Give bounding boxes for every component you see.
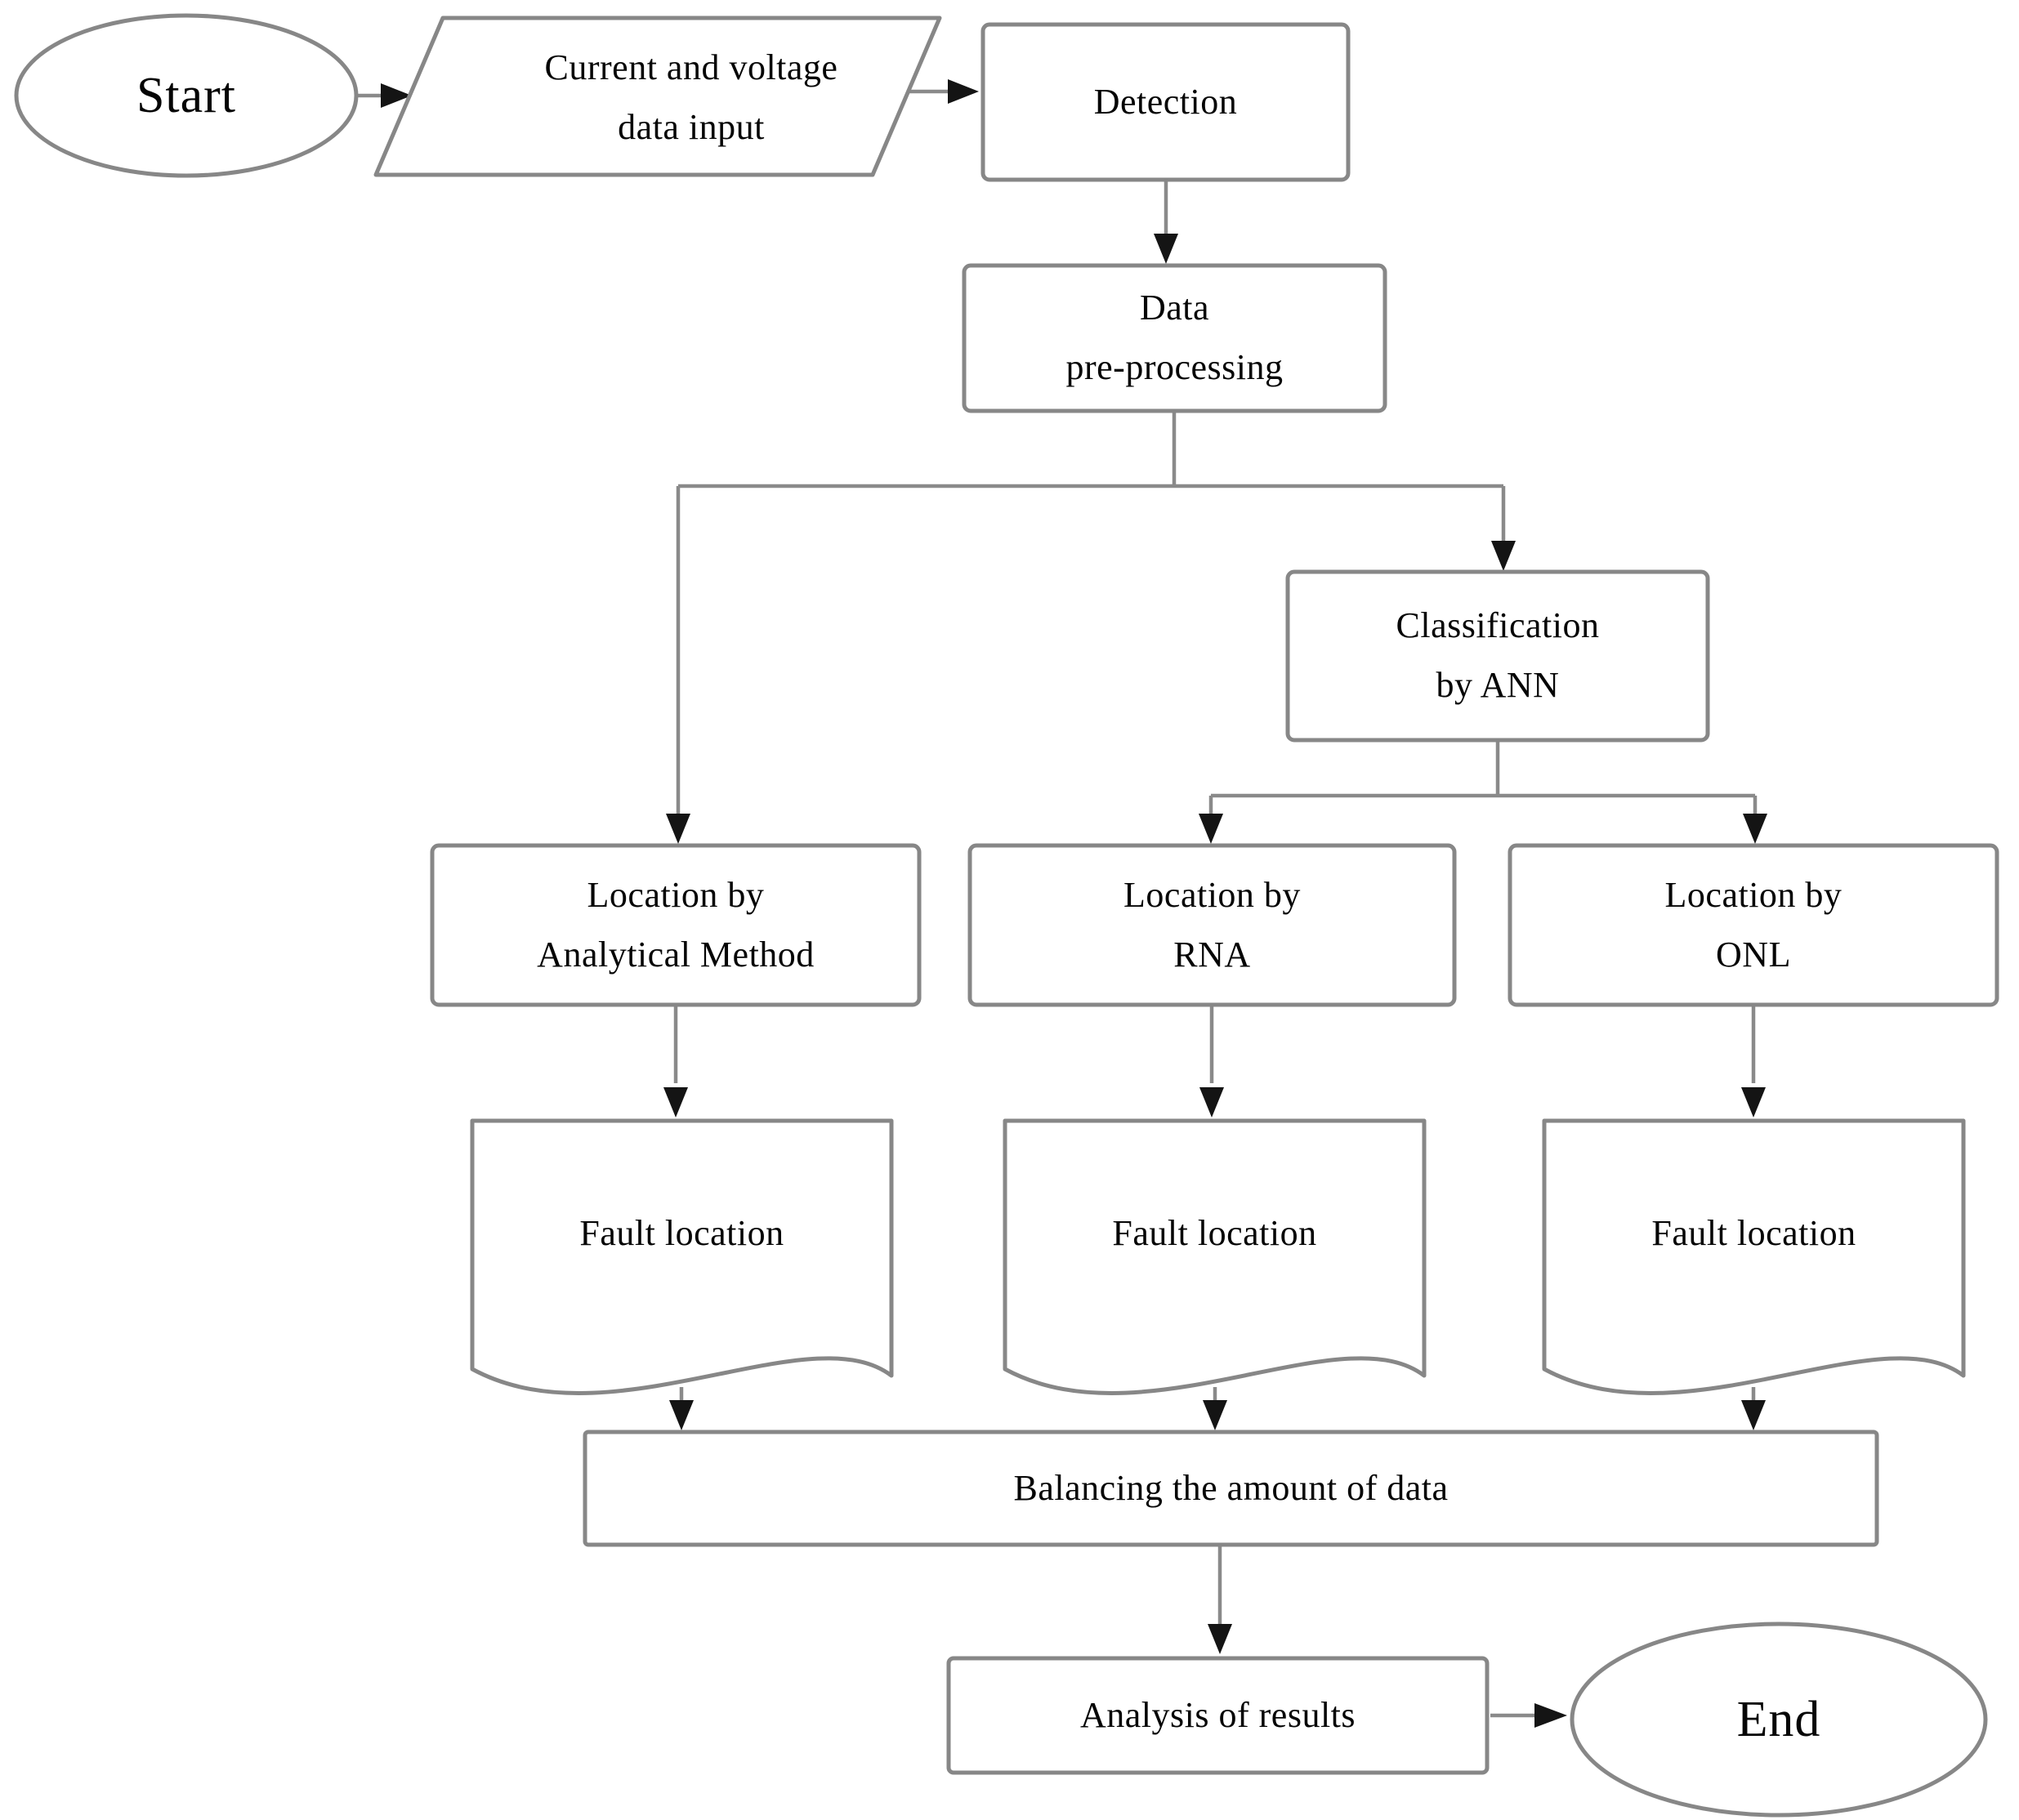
location-rna-box-shape xyxy=(967,843,1457,1007)
arrowhead-into-onl xyxy=(1743,814,1767,844)
start-terminator-shape xyxy=(14,13,359,178)
arrowhead-into-classification xyxy=(1491,541,1516,571)
arrowhead-into-analysis xyxy=(1208,1624,1232,1654)
fault-location-document-2 xyxy=(1003,1118,1427,1395)
arrowhead-into-analytical xyxy=(666,814,690,844)
arrowhead-into-detection xyxy=(948,79,979,104)
arrowhead-into-fault-3 xyxy=(1741,1087,1766,1117)
arrowhead-into-preprocessing xyxy=(1154,234,1178,264)
flow-arrowheads xyxy=(381,79,1767,1728)
preprocessing-box-shape xyxy=(962,263,1387,413)
input-parallelogram-shape xyxy=(373,16,942,177)
connector-preprocessing-branch xyxy=(676,411,1506,815)
connector-fault-to-balancing xyxy=(679,1387,1756,1402)
fault-location-document-1 xyxy=(470,1118,894,1395)
connector-location-to-fault xyxy=(673,1005,1756,1083)
arrowhead-into-end xyxy=(1534,1703,1567,1728)
arrowhead-into-fault-2 xyxy=(1199,1087,1224,1117)
arrowhead-into-fault-1 xyxy=(663,1087,688,1117)
arrowhead-into-rna xyxy=(1199,814,1223,844)
analysis-box-shape xyxy=(946,1656,1490,1775)
arrowhead-into-balancing-2 xyxy=(1203,1400,1227,1430)
flow-connector-lines xyxy=(356,89,1758,1718)
arrowhead-into-balancing-1 xyxy=(669,1400,694,1430)
connector-classification-branch xyxy=(1208,740,1758,815)
classification-box-shape xyxy=(1285,569,1710,743)
location-onl-box-shape xyxy=(1508,843,1999,1007)
arrowhead-into-input xyxy=(381,83,412,108)
location-analytical-box-shape xyxy=(430,843,922,1007)
fault-location-document-3 xyxy=(1542,1118,1966,1395)
end-terminator-shape xyxy=(1570,1621,1988,1818)
balancing-bar-shape xyxy=(583,1430,1879,1547)
arrowhead-into-balancing-3 xyxy=(1741,1400,1766,1430)
detection-box-shape xyxy=(980,22,1351,182)
